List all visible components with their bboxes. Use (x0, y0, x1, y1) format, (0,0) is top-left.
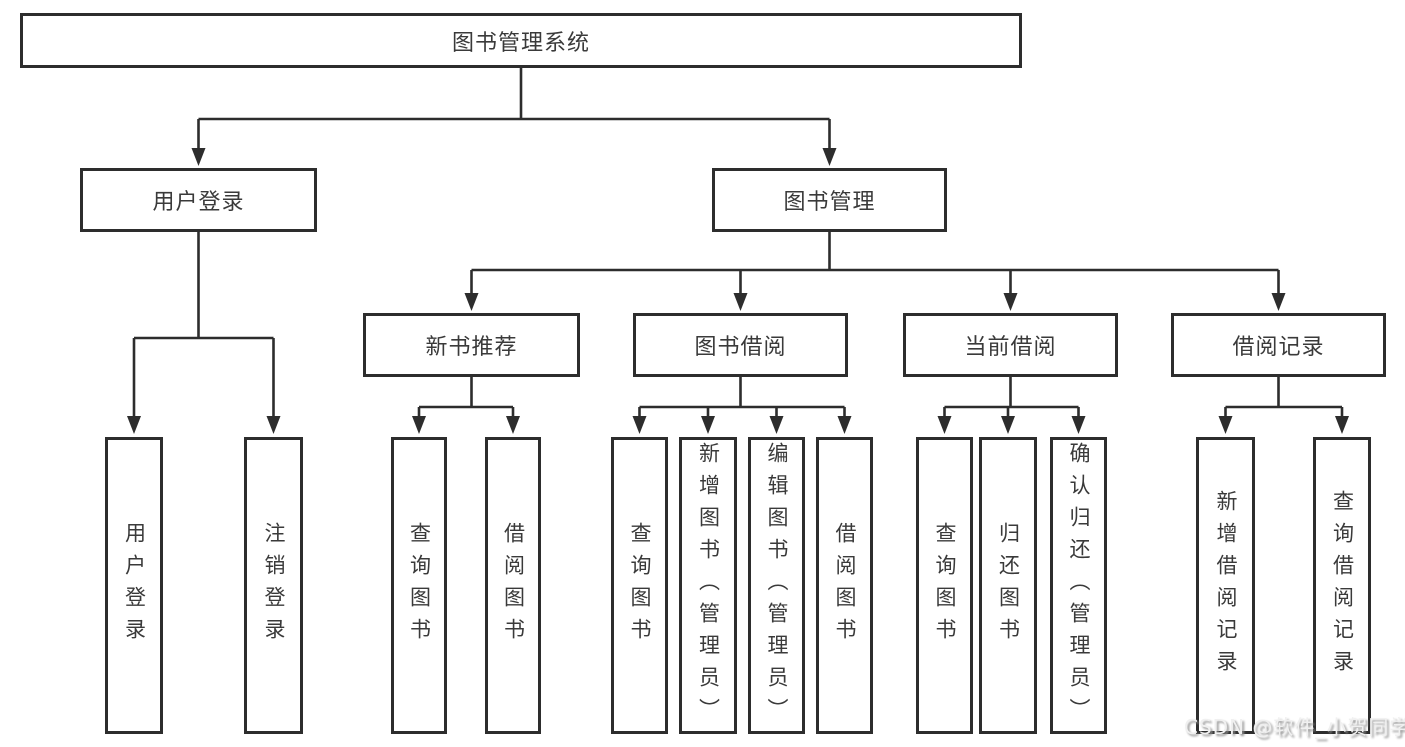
node-user-login: 用户登录 (80, 168, 317, 232)
leaf-edit-book-admin-label: 编辑图书（管理员） (765, 441, 789, 730)
leaf-borrow-books-recommend-label: 借阅图书 (501, 521, 526, 650)
connector-root-to-level2 (191, 68, 837, 166)
arrowhead (1003, 293, 1018, 311)
node-user-login-label: 用户登录 (152, 190, 245, 215)
leaf-edit-book-admin: 编辑图书（管理员） (748, 437, 805, 734)
leaf-confirm-return-admin-label: 确认归还（管理员） (1067, 441, 1091, 730)
leaf-query-books-current: 查询图书 (916, 437, 973, 734)
leaf-user-login-label: 用户登录 (122, 521, 147, 650)
arrowhead (837, 416, 852, 434)
node-new-book-recommend-label: 新书推荐 (425, 335, 518, 360)
connector-userlogin-to-leaves (127, 232, 281, 434)
connector-currentborrow-to-leaves (937, 377, 1086, 434)
arrowhead (1071, 416, 1086, 434)
arrowhead (412, 416, 426, 434)
arrowhead (1218, 416, 1233, 434)
leaf-borrow-books-label: 借阅图书 (833, 521, 857, 650)
leaf-logout: 注销登录 (244, 437, 303, 734)
leaf-return-book: 归还图书 (979, 437, 1037, 734)
arrowhead (127, 416, 141, 434)
leaf-add-borrow-record-label: 新增借阅记录 (1214, 489, 1238, 682)
node-library-system: 图书管理系统 (20, 13, 1022, 68)
leaf-logout-label: 注销登录 (262, 521, 286, 650)
arrowhead (822, 148, 837, 166)
leaf-borrow-books-recommend: 借阅图书 (485, 437, 541, 734)
leaf-add-borrow-record: 新增借阅记录 (1196, 437, 1255, 734)
arrowhead (191, 148, 206, 166)
leaf-add-book-admin: 新增图书（管理员） (679, 437, 737, 734)
connector-bookmgmt-to-level3 (464, 232, 1286, 311)
connector-bookborrow-to-leaves (632, 377, 852, 434)
connector-borrowrecords-to-leaves (1218, 377, 1349, 434)
arrowhead (464, 293, 479, 311)
arrowhead (937, 416, 952, 434)
arrowhead (506, 416, 520, 434)
leaf-query-borrow-record: 查询借阅记录 (1313, 437, 1371, 734)
leaf-query-books-borrow-label: 查询图书 (628, 521, 652, 650)
leaf-confirm-return-admin: 确认归还（管理员） (1050, 437, 1107, 734)
node-book-borrowing: 图书借阅 (633, 313, 848, 377)
arrowhead (1271, 293, 1286, 311)
leaf-query-borrow-record-label: 查询借阅记录 (1330, 489, 1355, 682)
leaf-query-books-recommend: 查询图书 (391, 437, 447, 734)
node-book-borrowing-label: 图书借阅 (694, 335, 787, 360)
arrowhead (632, 416, 647, 434)
node-new-book-recommend: 新书推荐 (363, 313, 580, 377)
leaf-add-book-admin-label: 新增图书（管理员） (696, 441, 721, 730)
leaf-query-books-borrow: 查询图书 (611, 437, 668, 734)
arrowhead (769, 416, 784, 434)
arrowhead (1001, 416, 1015, 434)
node-library-system-label: 图书管理系统 (451, 30, 590, 56)
node-borrowing-records-label: 借阅记录 (1232, 335, 1325, 360)
node-book-management-label: 图书管理 (783, 190, 876, 215)
leaf-user-login: 用户登录 (105, 437, 163, 734)
arrowhead (733, 293, 748, 311)
arrowhead (266, 416, 281, 434)
connector-newbook-to-leaves (412, 377, 520, 434)
node-current-borrowing-label: 当前借阅 (964, 335, 1057, 360)
csdn-watermark: CSDN @软件_小贺同学 (1184, 715, 1405, 739)
node-book-management: 图书管理 (712, 168, 947, 232)
leaf-borrow-books: 借阅图书 (816, 437, 873, 734)
node-current-borrowing: 当前借阅 (903, 313, 1118, 377)
leaf-query-books-recommend-label: 查询图书 (407, 521, 432, 650)
arrowhead (701, 416, 715, 434)
arrowhead (1335, 416, 1349, 434)
leaf-return-book-label: 归还图书 (996, 521, 1021, 650)
node-borrowing-records: 借阅记录 (1171, 313, 1386, 377)
leaf-query-books-current-label: 查询图书 (933, 521, 957, 650)
